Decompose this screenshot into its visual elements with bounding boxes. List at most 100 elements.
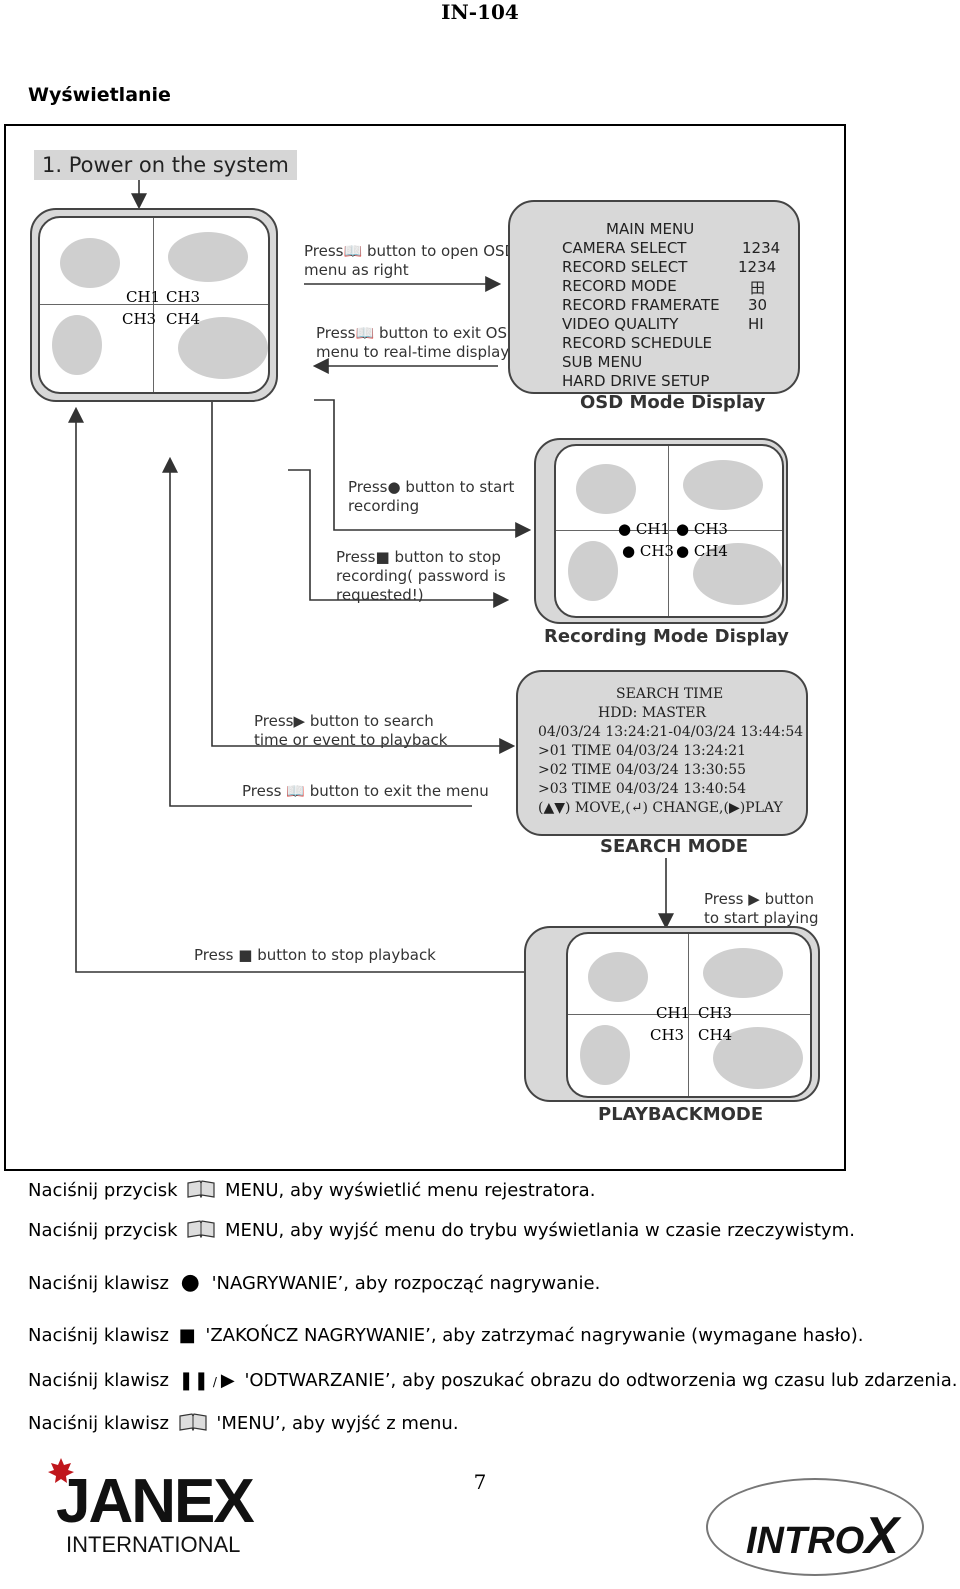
instruction-line: Naciśnij klawisz ❚❚/▶ 'ODTWARZANIE’, aby…: [28, 1370, 958, 1391]
book-icon: [187, 1180, 215, 1198]
maple-leaf-icon: [48, 1458, 74, 1483]
arrow-search: [211, 398, 516, 754]
note-stop-playback: Press ■ button to stop playback: [194, 946, 436, 964]
search-result: >03 TIME 04/03/24 13:40:54: [538, 781, 747, 797]
introx-logo: INTROX: [706, 1478, 924, 1576]
camera-cell-4: [689, 1015, 810, 1096]
osd-menu-item: CAMERA SELECT: [562, 239, 687, 257]
osd-menu-value: 田: [750, 279, 766, 297]
note-exit-menu: Press 📖 button to exit the menu: [242, 782, 489, 800]
channel-label: CH3: [698, 1004, 733, 1022]
search-mode-caption: SEARCH MODE: [600, 836, 749, 857]
osd-menu-item: RECORD SCHEDULE: [562, 334, 713, 352]
pause-icon: ❚❚: [178, 1370, 209, 1391]
osd-menu-item: RECORD MODE: [562, 277, 677, 295]
page-number: 7: [473, 1470, 487, 1494]
osd-menu-item: RECORD SELECT: [562, 258, 688, 276]
note-open-osd: Press📖 button to open OSD menu as right: [304, 242, 517, 279]
note-search: Press▶ button to search time or event to…: [254, 712, 448, 749]
camera-cell-1: [40, 218, 154, 305]
camera-cell-1: [568, 934, 689, 1015]
note-stop-recording: Press■ button to stop recording( passwor…: [336, 548, 506, 604]
section-title: Wyświetlanie: [28, 84, 171, 106]
osd-menu-value: 1234: [738, 258, 777, 276]
book-icon: 📖: [286, 782, 305, 800]
instruction-line: Naciśnij klawisz ■ 'ZAKOŃCZ NAGRYWANIE’,…: [28, 1325, 864, 1346]
record-dot-icon: ●: [180, 1270, 200, 1295]
arrow-stop-play: [68, 406, 524, 973]
search-controls: (▲▼) MOVE,(↵) CHANGE,(▶)PLAY: [538, 800, 783, 816]
book-icon: 📖: [355, 324, 375, 342]
instruction-line: Naciśnij przycisk MENU, aby wyjść menu d…: [28, 1220, 855, 1241]
janex-logo: JANEX INTERNATIONAL: [26, 1456, 266, 1566]
play-icon: ▶: [293, 712, 306, 730]
note-exit-osd: Press📖 button to exit OSD menu to real-t…: [316, 324, 519, 361]
osd-menu-screen: MAIN MENU CAMERA SELECT 1234 RECORD SELE…: [508, 200, 800, 394]
search-line: SEARCH TIME: [616, 686, 724, 702]
record-dot-icon: ●: [387, 478, 401, 496]
book-icon: 📖: [343, 242, 363, 260]
arrow-stop-rec: [288, 469, 510, 608]
channel-label: CH4: [698, 1026, 733, 1044]
camera-cell-3: [556, 531, 669, 616]
play-icon: ▶: [220, 1370, 235, 1391]
osd-menu-value: 1234: [742, 239, 781, 257]
channel-label: ● CH3: [622, 542, 674, 560]
osd-menu-item: SUB MENU: [562, 353, 643, 371]
osd-menu-item: VIDEO QUALITY: [562, 315, 679, 333]
playback-display-screen: CH1 CH3 CH3 CH4: [524, 926, 820, 1102]
channel-label: CH1: [656, 1004, 691, 1022]
recording-display-screen: ● CH1 ● CH3 ● CH3 ● CH4: [534, 438, 788, 624]
channel-label: CH3: [122, 310, 157, 328]
channel-label: ● CH4: [676, 542, 728, 560]
instruction-line: Naciśnij przycisk MENU, aby wyświetlić m…: [28, 1180, 596, 1201]
camera-cell-2: [689, 934, 810, 1015]
search-mode-screen: SEARCH TIME HDD: MASTER 04/03/24 13:24:2…: [516, 670, 808, 836]
search-line: HDD: MASTER: [598, 705, 706, 721]
camera-cell-2: [154, 218, 268, 305]
note-start-recording: Press● button to start recording: [348, 478, 515, 515]
osd-menu-value: HI: [748, 315, 764, 333]
step-title: 1. Power on the system: [34, 150, 297, 180]
arrow-start-rec: [314, 399, 532, 538]
channel-label: CH4: [166, 310, 201, 328]
stop-square-icon: ■: [238, 946, 253, 964]
note-start-playing: Press ▶ button to start playing: [704, 890, 819, 927]
instruction-line: Naciśnij klawisz 'MENU’, aby wyjść z men…: [28, 1413, 459, 1434]
channel-label: ● CH1: [618, 520, 670, 538]
camera-cell-3: [568, 1015, 689, 1096]
search-line: 04/03/24 13:24:21-04/03/24 13:44:54: [538, 724, 804, 740]
search-result: >02 TIME 04/03/24 13:30:55: [538, 762, 747, 778]
book-icon: [179, 1413, 207, 1431]
channel-label: CH3: [650, 1026, 685, 1044]
stop-square-icon: ■: [375, 548, 390, 566]
channel-label: CH1: [126, 288, 161, 306]
janex-wordmark: JANEX: [56, 1467, 255, 1536]
search-result: >01 TIME 04/03/24 13:24:21: [538, 743, 747, 759]
instruction-line: Naciśnij klawisz ● 'NAGRYWANIE’, aby roz…: [28, 1270, 601, 1295]
stop-square-icon: ■: [178, 1325, 196, 1346]
camera-cell-4: [154, 305, 268, 392]
flow-arrows: [68, 180, 674, 973]
camera-cell-3: [40, 305, 154, 392]
playback-mode-caption: PLAYBACKMODE: [598, 1104, 764, 1125]
osd-menu-title: MAIN MENU: [606, 220, 695, 238]
camera-cell-4: [669, 531, 782, 616]
play-icon: ▶: [748, 890, 760, 908]
osd-menu-item: RECORD FRAMERATE: [562, 296, 720, 314]
osd-mode-caption: OSD Mode Display: [580, 392, 766, 413]
osd-menu-item: HARD DRIVE SETUP: [562, 372, 710, 390]
camera-cell-1: [556, 446, 669, 531]
osd-menu-value: 30: [748, 296, 768, 314]
introx-wordmark: INTROX: [746, 1507, 899, 1565]
camera-cell-2: [669, 446, 782, 531]
channel-label: ● CH3: [676, 520, 728, 538]
janex-subtitle: INTERNATIONAL: [66, 1532, 241, 1557]
book-icon: [187, 1220, 215, 1238]
channel-label: CH3: [166, 288, 201, 306]
document-header: IN-104: [441, 0, 519, 24]
live-display-screen: CH1 CH3 CH3 CH4: [30, 208, 278, 402]
arrow-exit-menu: [162, 456, 472, 807]
recording-mode-caption: Recording Mode Display: [544, 626, 789, 647]
flow-diagram: 1. Power on the system CH1 CH3 CH3 CH4 P…: [4, 124, 846, 1171]
